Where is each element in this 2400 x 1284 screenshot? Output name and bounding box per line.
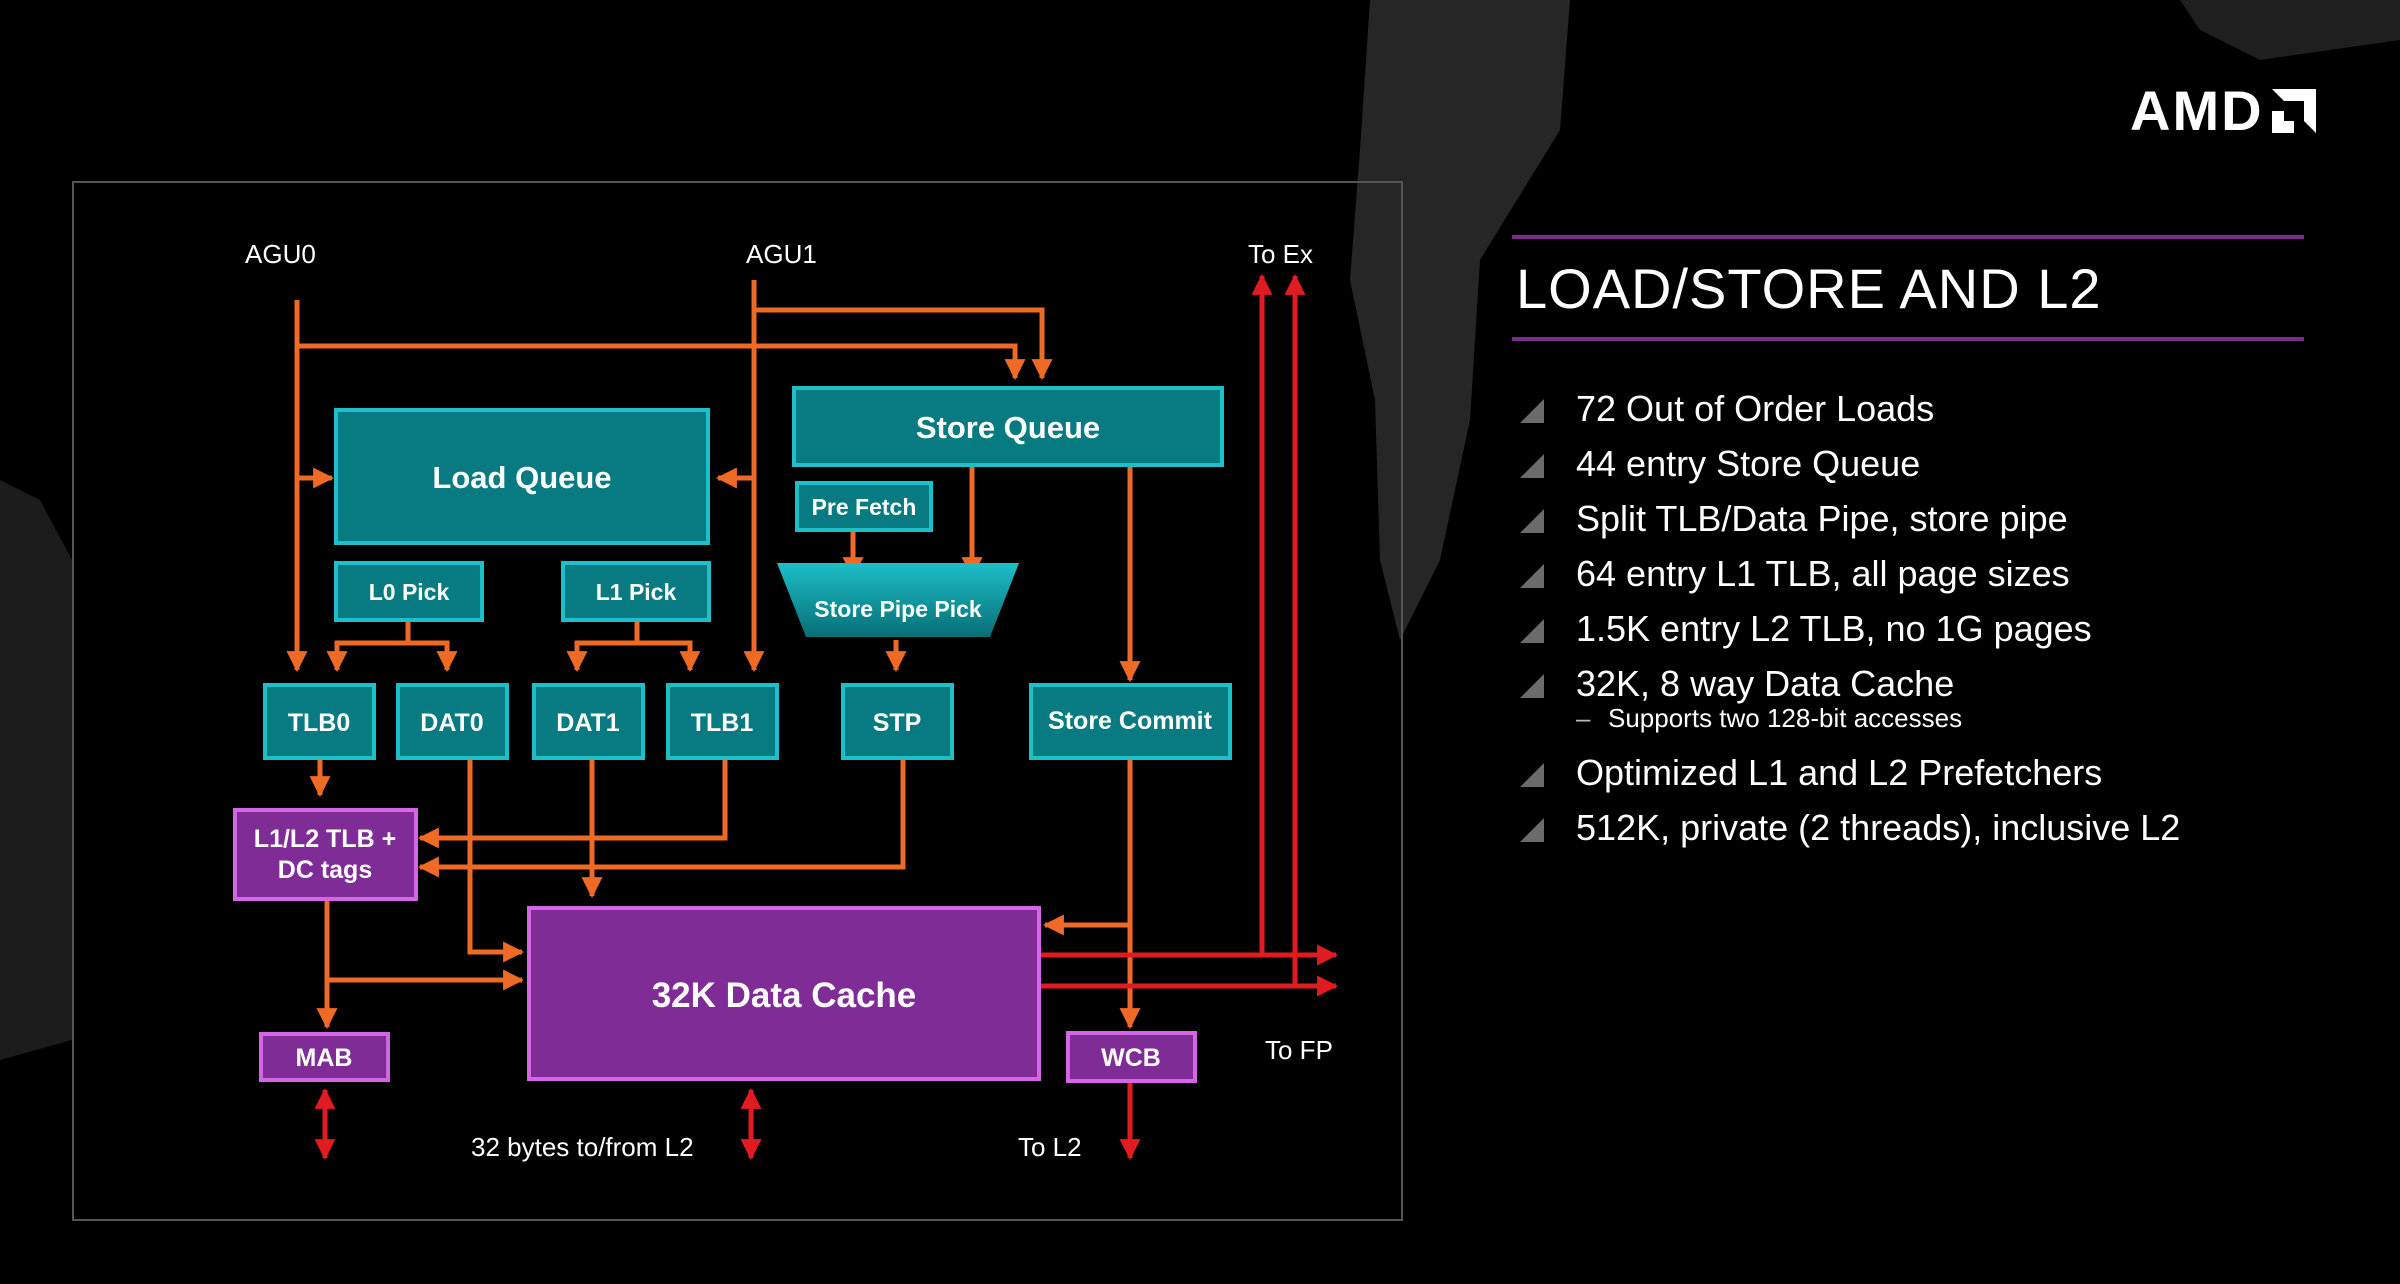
diagram-frame [72,181,1403,1221]
bullet-text: Split TLB/Data Pipe, store pipe [1576,498,2068,539]
l0-pick-block: L0 Pick [334,561,484,622]
dat1-label: DAT1 [556,709,620,737]
bullet-item: Split TLB/Data Pipe, store pipe [1520,495,2180,550]
mab-block: MAB [259,1032,390,1082]
l2-bus-label: 32 bytes to/from L2 [471,1132,694,1162]
triangle-bullet-icon [1520,509,1544,533]
title-bottom-rule [1512,337,2304,341]
title-top-rule [1512,235,2304,239]
bullet-text: 44 entry Store Queue [1576,443,1921,484]
to-ex-label: To Ex [1248,239,1313,269]
tlb0-label: TLB0 [288,709,351,737]
l1-pick-label: L1 Pick [596,579,677,605]
agu0-label: AGU0 [245,239,316,269]
bullet-text: 72 Out of Order Loads [1576,388,1935,429]
tlb-dc-tags-label-line1: L1/L2 TLB + [254,825,396,853]
sub-bullet-item: –Supports two 128-bit accesses [1520,705,2180,749]
sub-bullet-text: Supports two 128-bit accesses [1608,703,1963,733]
store-queue-block: Store Queue [792,386,1224,467]
store-commit-block: Store Commit [1029,683,1232,760]
stp-block: STP [841,683,954,760]
triangle-bullet-icon [1520,763,1544,787]
triangle-bullet-icon [1520,564,1544,588]
tlb0-block: TLB0 [263,683,376,760]
bullet-item: 64 entry L1 TLB, all page sizes [1520,550,2180,605]
stp-label: STP [873,709,922,737]
amd-arrow-icon [2271,88,2316,133]
triangle-bullet-icon [1520,818,1544,842]
store-commit-label: Store Commit [1048,707,1213,735]
triangle-bullet-icon [1520,454,1544,478]
to-l2-label: To L2 [1018,1132,1082,1162]
bullet-item: 512K, private (2 threads), inclusive L2 [1520,804,2180,859]
store-queue-label: Store Queue [916,410,1100,445]
bullet-text: 32K, 8 way Data Cache [1576,663,1955,704]
triangle-bullet-icon [1520,399,1544,423]
bullet-text: 64 entry L1 TLB, all page sizes [1576,553,2070,594]
pre-fetch-block: Pre Fetch [795,481,933,532]
mab-label: MAB [296,1044,353,1072]
data-cache-block: 32K Data Cache [527,906,1041,1081]
bullet-item: 72 Out of Order Loads [1520,385,2180,440]
orange-connectors [286,280,1141,1030]
triangle-bullet-icon [1520,674,1544,698]
bullet-item: 44 entry Store Queue [1520,440,2180,495]
tlb-dc-tags-block: L1/L2 TLB + DC tags [233,808,418,901]
bullet-item: Optimized L1 and L2 Prefetchers [1520,749,2180,804]
triangle-bullet-icon [1520,619,1544,643]
agu1-label: AGU1 [746,239,817,269]
load-queue-block: Load Queue [334,408,710,545]
load-queue-label: Load Queue [432,460,611,495]
tlb-dc-tags-label-line2: DC tags [278,856,372,884]
amd-logo: AMD [2130,78,2318,143]
l0-pick-label: L0 Pick [369,579,450,605]
wcb-label: WCB [1101,1044,1161,1072]
l1-pick-block: L1 Pick [561,561,711,622]
bullet-text: Optimized L1 and L2 Prefetchers [1576,752,2103,793]
bullet-text: 1.5K entry L2 TLB, no 1G pages [1576,608,2092,649]
store-pipe-pick-label: Store Pipe Pick [814,596,982,622]
data-cache-label: 32K Data Cache [652,976,917,1015]
slide-title: LOAD/STORE AND L2 [1516,257,2102,320]
wcb-block: WCB [1066,1031,1197,1083]
tlb1-block: TLB1 [666,683,779,760]
dat0-label: DAT0 [420,709,483,737]
amd-logo-text: AMD [2130,79,2264,142]
to-fp-label: To FP [1265,1035,1333,1065]
bullet-text: 512K, private (2 threads), inclusive L2 [1576,807,2181,848]
bullet-list: 72 Out of Order Loads 44 entry Store Queu… [1520,385,2180,859]
bullet-item: 1.5K entry L2 TLB, no 1G pages [1520,605,2180,660]
store-pipe-pick-block: Store Pipe Pick [777,563,1019,637]
dash-icon: – [1576,703,1591,733]
red-connectors [314,273,1339,1161]
dat1-block: DAT1 [532,683,645,760]
pre-fetch-label: Pre Fetch [812,494,917,520]
tlb1-label: TLB1 [691,709,754,737]
dat0-block: DAT0 [396,683,509,760]
bullet-item: 32K, 8 way Data Cache [1520,660,2180,715]
